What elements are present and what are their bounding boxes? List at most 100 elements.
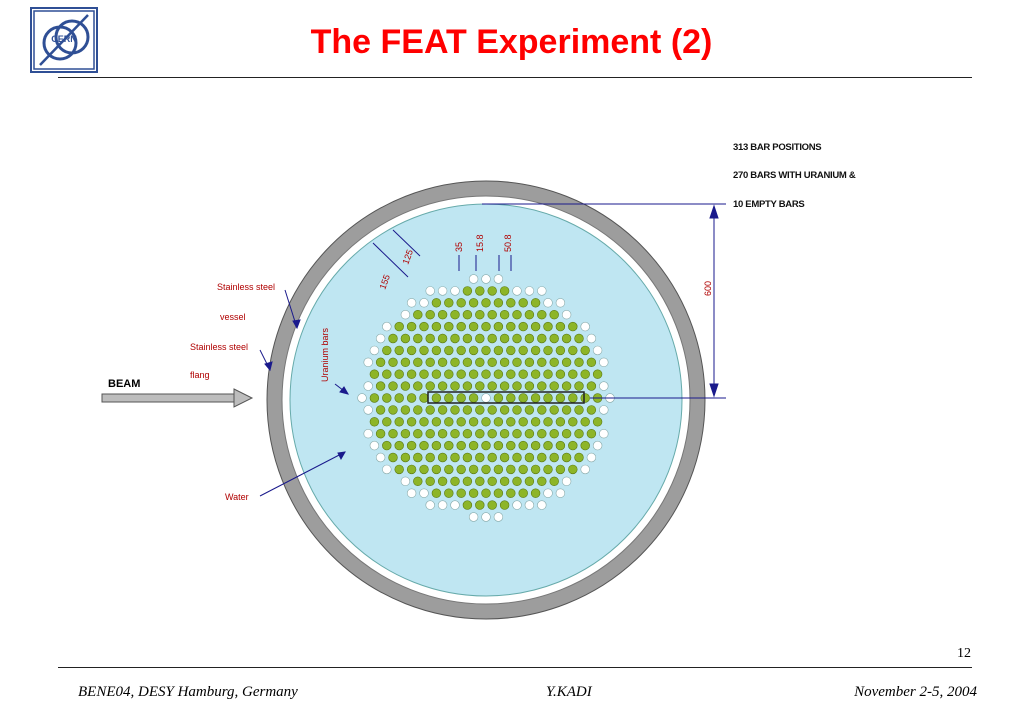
uranium-bar bbox=[413, 310, 423, 320]
uranium-bar bbox=[518, 417, 528, 427]
uranium-bar bbox=[530, 321, 541, 332]
uranium-bar bbox=[462, 310, 473, 320]
uranium-bar bbox=[524, 381, 535, 391]
uranium-bar bbox=[518, 345, 528, 356]
uranium-bar bbox=[481, 298, 491, 308]
uranium-bar bbox=[462, 286, 473, 296]
empty-bar bbox=[369, 345, 380, 356]
uranium-bar bbox=[543, 345, 553, 356]
uranium-bar bbox=[506, 488, 516, 498]
uranium-bar bbox=[450, 452, 460, 463]
uranium-bar bbox=[400, 381, 411, 391]
uranium-bar bbox=[530, 440, 541, 451]
uranium-bar bbox=[555, 417, 566, 427]
uranium-bar bbox=[530, 345, 541, 356]
uranium-bar bbox=[375, 357, 386, 368]
uranium-bar bbox=[530, 369, 541, 379]
uranium-bar bbox=[462, 333, 473, 344]
note-uranium-bars: 270 BARS WITH URANIUM & bbox=[733, 170, 856, 181]
uranium-bar bbox=[574, 452, 584, 463]
uranium-bar bbox=[537, 476, 547, 486]
empty-bar bbox=[524, 500, 535, 510]
uranium-bar bbox=[444, 440, 454, 451]
uranium-bar bbox=[586, 405, 597, 415]
uranium-bar bbox=[493, 464, 504, 475]
uranium-bar bbox=[506, 464, 516, 475]
uranium-bar bbox=[425, 405, 435, 415]
empty-bar bbox=[419, 488, 429, 498]
empty-bar bbox=[363, 381, 373, 391]
uranium-bar bbox=[493, 298, 504, 308]
uranium-bar bbox=[462, 405, 473, 415]
empty-bar bbox=[363, 429, 373, 439]
uranium-bar bbox=[456, 440, 466, 451]
uranium-bar bbox=[444, 488, 454, 498]
empty-bar bbox=[369, 440, 380, 451]
empty-bar bbox=[400, 476, 411, 486]
uranium-bar bbox=[468, 417, 479, 427]
uranium-bar bbox=[506, 417, 516, 427]
uranium-bar bbox=[388, 405, 398, 415]
uranium-bar bbox=[425, 310, 435, 320]
uranium-bar bbox=[506, 393, 516, 403]
uranium-bar bbox=[499, 476, 510, 486]
uranium-bar bbox=[586, 429, 597, 439]
uranium-bar bbox=[375, 429, 386, 439]
uranium-bar bbox=[382, 440, 392, 451]
empty-bar bbox=[512, 286, 522, 296]
uranium-bar bbox=[475, 357, 485, 368]
uranium-bar bbox=[493, 345, 504, 356]
uranium-bar bbox=[506, 321, 516, 332]
uranium-bar bbox=[561, 452, 572, 463]
empty-bar bbox=[543, 488, 553, 498]
uranium-bar bbox=[394, 393, 404, 403]
uranium-bar bbox=[456, 369, 466, 379]
uranium-bar bbox=[537, 381, 547, 391]
empty-bar bbox=[450, 500, 460, 510]
uranium-bar bbox=[512, 452, 522, 463]
footer-author: Y.KADI bbox=[546, 684, 592, 700]
uranium-bar bbox=[499, 286, 510, 296]
flange-label-line2: flang bbox=[190, 370, 210, 380]
vessel-label-line2: vessel bbox=[220, 312, 246, 322]
uranium-bar bbox=[406, 345, 417, 356]
footer-divider bbox=[58, 667, 972, 668]
uranium-bar bbox=[419, 464, 429, 475]
uranium-bar bbox=[499, 500, 510, 510]
uranium-bar bbox=[437, 381, 448, 391]
uranium-bar bbox=[487, 429, 497, 439]
empty-bar bbox=[382, 321, 392, 332]
uranium-bar bbox=[487, 310, 497, 320]
empty-bar bbox=[561, 310, 572, 320]
uranium-bar bbox=[444, 393, 454, 403]
uranium-bar bbox=[512, 310, 522, 320]
uranium-bar bbox=[524, 357, 535, 368]
uranium-bar bbox=[530, 488, 541, 498]
slide-number: 12 bbox=[957, 646, 971, 661]
empty-bar bbox=[537, 500, 547, 510]
uranium-bar bbox=[456, 488, 466, 498]
uranium-bar bbox=[487, 500, 497, 510]
empty-bar bbox=[580, 464, 590, 475]
empty-bar bbox=[543, 298, 553, 308]
uranium-bar bbox=[462, 500, 473, 510]
uranium-bar bbox=[475, 405, 485, 415]
uranium-bar bbox=[382, 393, 392, 403]
uranium-bar bbox=[518, 488, 528, 498]
vessel-label-line1: Stainless steel bbox=[217, 282, 275, 292]
uranium-bar bbox=[400, 429, 411, 439]
uranium-bar bbox=[450, 357, 460, 368]
uranium-bar bbox=[524, 452, 535, 463]
uranium-bar bbox=[487, 405, 497, 415]
uranium-bar bbox=[487, 357, 497, 368]
uranium-bar bbox=[549, 452, 559, 463]
empty-bar bbox=[481, 512, 491, 522]
empty-bar bbox=[425, 286, 435, 296]
uranium-bar bbox=[493, 488, 504, 498]
uranium-bar bbox=[388, 357, 398, 368]
uranium-bar bbox=[530, 393, 541, 403]
dimension-155: 155 bbox=[377, 273, 392, 291]
uranium-bar bbox=[549, 405, 559, 415]
uranium-bar bbox=[568, 369, 578, 379]
uranium-bar bbox=[431, 345, 442, 356]
